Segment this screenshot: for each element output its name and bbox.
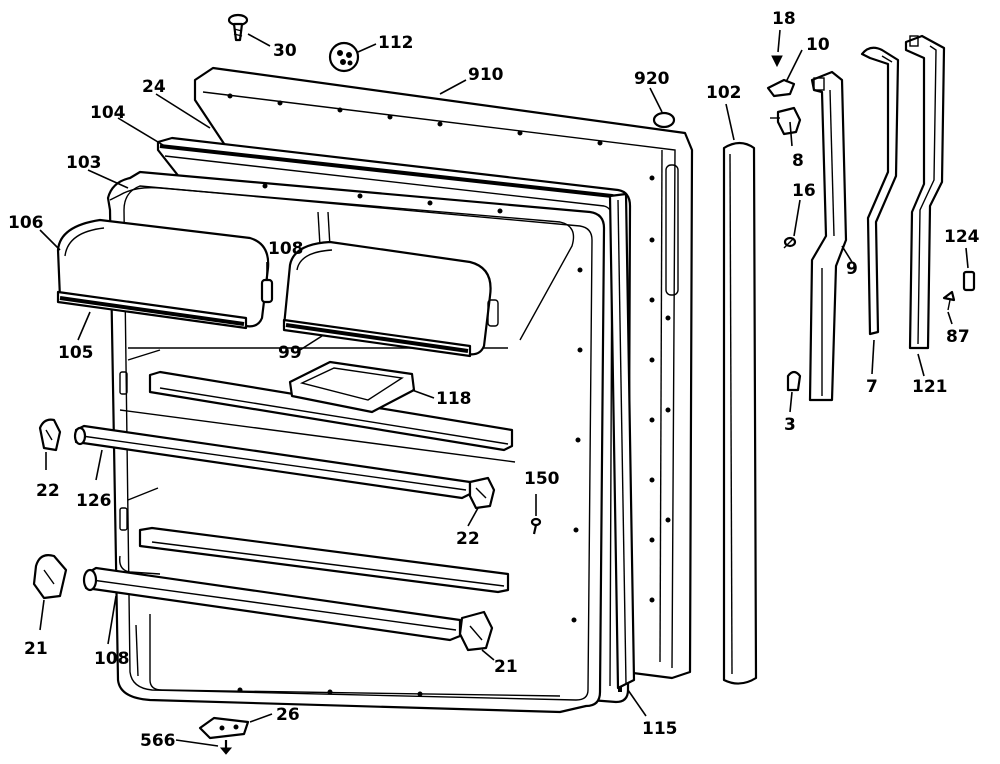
- washer-3: [786, 370, 802, 392]
- callout-87: 87: [946, 327, 970, 347]
- callout-18: 18: [772, 9, 796, 29]
- callout-102: 102: [706, 83, 742, 103]
- bracket-10: [766, 78, 796, 98]
- callout-16: 16: [792, 181, 816, 201]
- callout-126: 126: [76, 491, 112, 511]
- hinge-arm-9: [808, 70, 848, 402]
- callout-10: 10: [806, 35, 830, 55]
- callout-118: 118: [436, 389, 472, 409]
- callout-26: 26: [276, 705, 300, 725]
- callout-150: 150: [524, 469, 560, 489]
- screw-16: [783, 236, 797, 249]
- callout-7: 7: [866, 377, 878, 397]
- hinge-wire-121: [904, 34, 946, 350]
- trim-strip-115: [608, 192, 636, 690]
- screw-150: [530, 517, 542, 535]
- bottom-screw-566: [219, 740, 233, 755]
- callout-108-top: 108: [268, 239, 304, 259]
- callout-99: 99: [278, 343, 302, 363]
- hinge-wire-7: [860, 46, 900, 336]
- callout-112: 112: [378, 33, 414, 53]
- callout-30: 30: [273, 41, 297, 61]
- callout-920: 920: [634, 69, 670, 89]
- screw-87: [942, 290, 956, 311]
- plug-920: [652, 111, 676, 129]
- screw-30: [227, 13, 249, 42]
- callout-115: 115: [642, 719, 678, 739]
- hinge-pin-108: [260, 262, 274, 304]
- rail-clip-22-right: [468, 476, 496, 510]
- callout-8: 8: [792, 151, 804, 171]
- callout-24: 24: [142, 77, 166, 97]
- callout-105: 105: [58, 343, 94, 363]
- callout-3: 3: [784, 415, 796, 435]
- rail-clip-22-left: [38, 418, 62, 452]
- callout-22-left: 22: [36, 481, 60, 501]
- dairy-door-right: [282, 240, 499, 358]
- leader-lines: [39, 29, 969, 747]
- callout-104: 104: [90, 103, 126, 123]
- rail-clip-21-left: [32, 554, 68, 600]
- callout-121: 121: [912, 377, 948, 397]
- callout-566: 566: [140, 731, 176, 751]
- callout-21-right: 21: [494, 657, 518, 677]
- callout-9: 9: [846, 259, 858, 279]
- callout-910: 910: [468, 65, 504, 85]
- bottom-hinge-26: [198, 716, 250, 740]
- callout-103: 103: [66, 153, 102, 173]
- screw-18: [771, 55, 783, 68]
- callout-108-bottom: 108: [94, 649, 130, 669]
- bushing-8: [770, 106, 802, 136]
- door-handle-102: [722, 141, 758, 685]
- clip-124: [962, 270, 976, 292]
- callout-124: 124: [944, 227, 980, 247]
- plug-112: [328, 41, 360, 73]
- callout-22-right: 22: [456, 529, 480, 549]
- callout-106: 106: [8, 213, 44, 233]
- callout-21-left: 21: [24, 639, 48, 659]
- dairy-door-left: [56, 218, 270, 330]
- callout-labels: 30 112 910 920 102 18 10 8 16 9 124 87 7…: [8, 9, 980, 751]
- rail-clip-21-right: [458, 610, 494, 652]
